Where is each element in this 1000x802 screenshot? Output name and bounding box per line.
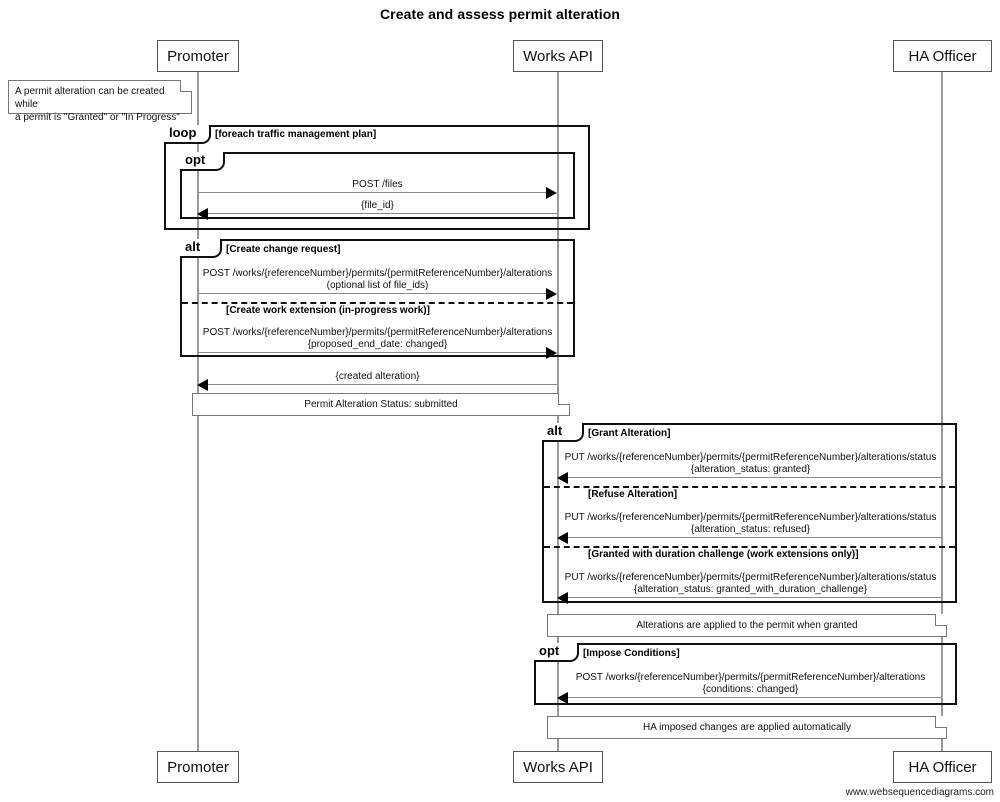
message-refuse-alteration-line bbox=[568, 537, 941, 538]
participant-promoter-bottom[interactable]: Promoter bbox=[157, 751, 239, 783]
message-create-work-extension-line1: POST /works/{referenceNumber}/permits/{p… bbox=[202, 327, 553, 338]
fragment-alt-assess-label-duration-challenge: [Granted with duration challenge (work e… bbox=[588, 549, 859, 560]
note-line-2: a permit is "Granted" or "In Progress" bbox=[15, 112, 180, 123]
fragment-alt-assess-alteration bbox=[542, 423, 957, 603]
fragment-opt-impose-conditions bbox=[534, 643, 957, 705]
footer-attribution: www.websequencediagrams.com bbox=[845, 787, 994, 798]
fragment-loop-label: [foreach traffic management plan] bbox=[215, 129, 377, 140]
arrow-right-icon bbox=[546, 347, 557, 359]
message-created-alteration-line bbox=[208, 384, 557, 385]
fragment-alt-create-label: [Create change request] bbox=[226, 244, 341, 255]
message-duration-challenge-line bbox=[568, 597, 941, 598]
note-text: HA imposed changes are applied automatic… bbox=[643, 722, 851, 733]
message-refuse-alteration-line1: PUT /works/{referenceNumber}/permits/{pe… bbox=[564, 512, 937, 523]
arrow-left-icon bbox=[557, 532, 568, 544]
message-create-change-request-line bbox=[198, 293, 546, 294]
participant-ha-officer-bottom[interactable]: HA Officer bbox=[893, 751, 992, 783]
arrow-left-icon bbox=[557, 592, 568, 604]
note-permit-alteration-status-submitted: Permit Alteration Status: submitted bbox=[192, 393, 570, 416]
message-refuse-alteration-line2: {alteration_status: refused} bbox=[691, 524, 810, 535]
arrow-left-icon bbox=[197, 208, 208, 220]
message-file-id-text: {file_id} bbox=[361, 200, 394, 211]
participant-label: HA Officer bbox=[908, 47, 977, 65]
message-grant-alteration-line1: PUT /works/{referenceNumber}/permits/{pe… bbox=[564, 452, 937, 463]
fragment-alt-assess-divider-2 bbox=[544, 546, 955, 548]
message-created-alteration-text: {created alteration} bbox=[335, 371, 420, 382]
participant-label: Promoter bbox=[167, 758, 229, 776]
arrow-left-icon bbox=[557, 472, 568, 484]
participant-works-api-bottom[interactable]: Works API bbox=[513, 751, 603, 783]
arrow-right-icon bbox=[546, 187, 557, 199]
fragment-alt-create-second-label: [Create work extension (in-progress work… bbox=[226, 305, 430, 316]
fragment-alt-create-alteration bbox=[180, 239, 575, 357]
fragment-opt-impose-conditions-tag: opt bbox=[534, 643, 579, 662]
participant-label: Works API bbox=[523, 758, 593, 776]
message-impose-conditions-line1: POST /works/{referenceNumber}/permits/{p… bbox=[575, 672, 926, 683]
note-fold-icon bbox=[558, 393, 570, 405]
fragment-alt-create-tag: alt bbox=[180, 239, 222, 258]
fragment-opt-file-upload-tag: opt bbox=[180, 152, 225, 171]
message-impose-conditions-line2: {conditions: changed} bbox=[702, 684, 799, 695]
fragment-alt-assess-label: [Grant Alteration] bbox=[588, 428, 671, 439]
fragment-alt-assess-label-refuse: [Refuse Alteration] bbox=[588, 489, 678, 500]
note-line-1: A permit alteration can be created while bbox=[15, 86, 165, 110]
lifeline-ha-officer bbox=[941, 72, 943, 751]
arrow-right-icon bbox=[546, 288, 557, 300]
note-text: Alterations are applied to the permit wh… bbox=[636, 620, 858, 631]
note-fold-icon bbox=[935, 716, 947, 728]
message-create-change-request-line2: (optional list of file_ids) bbox=[326, 280, 429, 291]
note-ha-imposed-changes: HA imposed changes are applied automatic… bbox=[547, 716, 947, 739]
page-title: Create and assess permit alteration bbox=[379, 6, 621, 22]
fragment-alt-create-divider bbox=[182, 302, 573, 304]
note-fold-icon bbox=[180, 80, 192, 92]
message-post-files-text: POST /files bbox=[352, 179, 403, 190]
message-post-files-line bbox=[198, 192, 546, 193]
fragment-opt-file-upload bbox=[180, 152, 575, 219]
message-impose-conditions-line bbox=[568, 697, 941, 698]
note-permit-alteration-precondition: A permit alteration can be created while… bbox=[8, 80, 192, 123]
participant-works-api-top[interactable]: Works API bbox=[513, 40, 603, 72]
message-create-work-extension-line bbox=[198, 352, 546, 353]
participant-label: Promoter bbox=[167, 47, 229, 65]
fragment-alt-assess-tag: alt bbox=[542, 423, 584, 442]
participant-label: HA Officer bbox=[908, 758, 977, 776]
participant-label: Works API bbox=[523, 47, 593, 65]
note-alterations-applied-when-granted: Alterations are applied to the permit wh… bbox=[547, 614, 947, 637]
message-create-work-extension-line2: {proposed_end_date: changed} bbox=[307, 339, 448, 350]
message-file-id-line bbox=[208, 213, 557, 214]
note-text: Permit Alteration Status: submitted bbox=[304, 399, 458, 410]
message-duration-challenge-line1: PUT /works/{referenceNumber}/permits/{pe… bbox=[564, 572, 937, 583]
fragment-alt-assess-divider-1 bbox=[544, 486, 955, 488]
message-grant-alteration-line2: {alteration_status: granted} bbox=[690, 464, 811, 475]
message-duration-challenge-line2: {alteration_status: granted_with_duratio… bbox=[634, 584, 867, 595]
note-fold-icon bbox=[935, 614, 947, 626]
fragment-opt-impose-conditions-label: [Impose Conditions] bbox=[583, 648, 680, 659]
participant-ha-officer-top[interactable]: HA Officer bbox=[893, 40, 992, 72]
arrow-left-icon bbox=[197, 379, 208, 391]
participant-promoter-top[interactable]: Promoter bbox=[157, 40, 239, 72]
arrow-left-icon bbox=[557, 692, 568, 704]
fragment-loop-tag: loop bbox=[164, 125, 211, 144]
message-grant-alteration-line bbox=[568, 477, 941, 478]
message-create-change-request-line1: POST /works/{referenceNumber}/permits/{p… bbox=[202, 268, 553, 279]
fragment-loop-traffic-management-plan bbox=[164, 125, 590, 230]
